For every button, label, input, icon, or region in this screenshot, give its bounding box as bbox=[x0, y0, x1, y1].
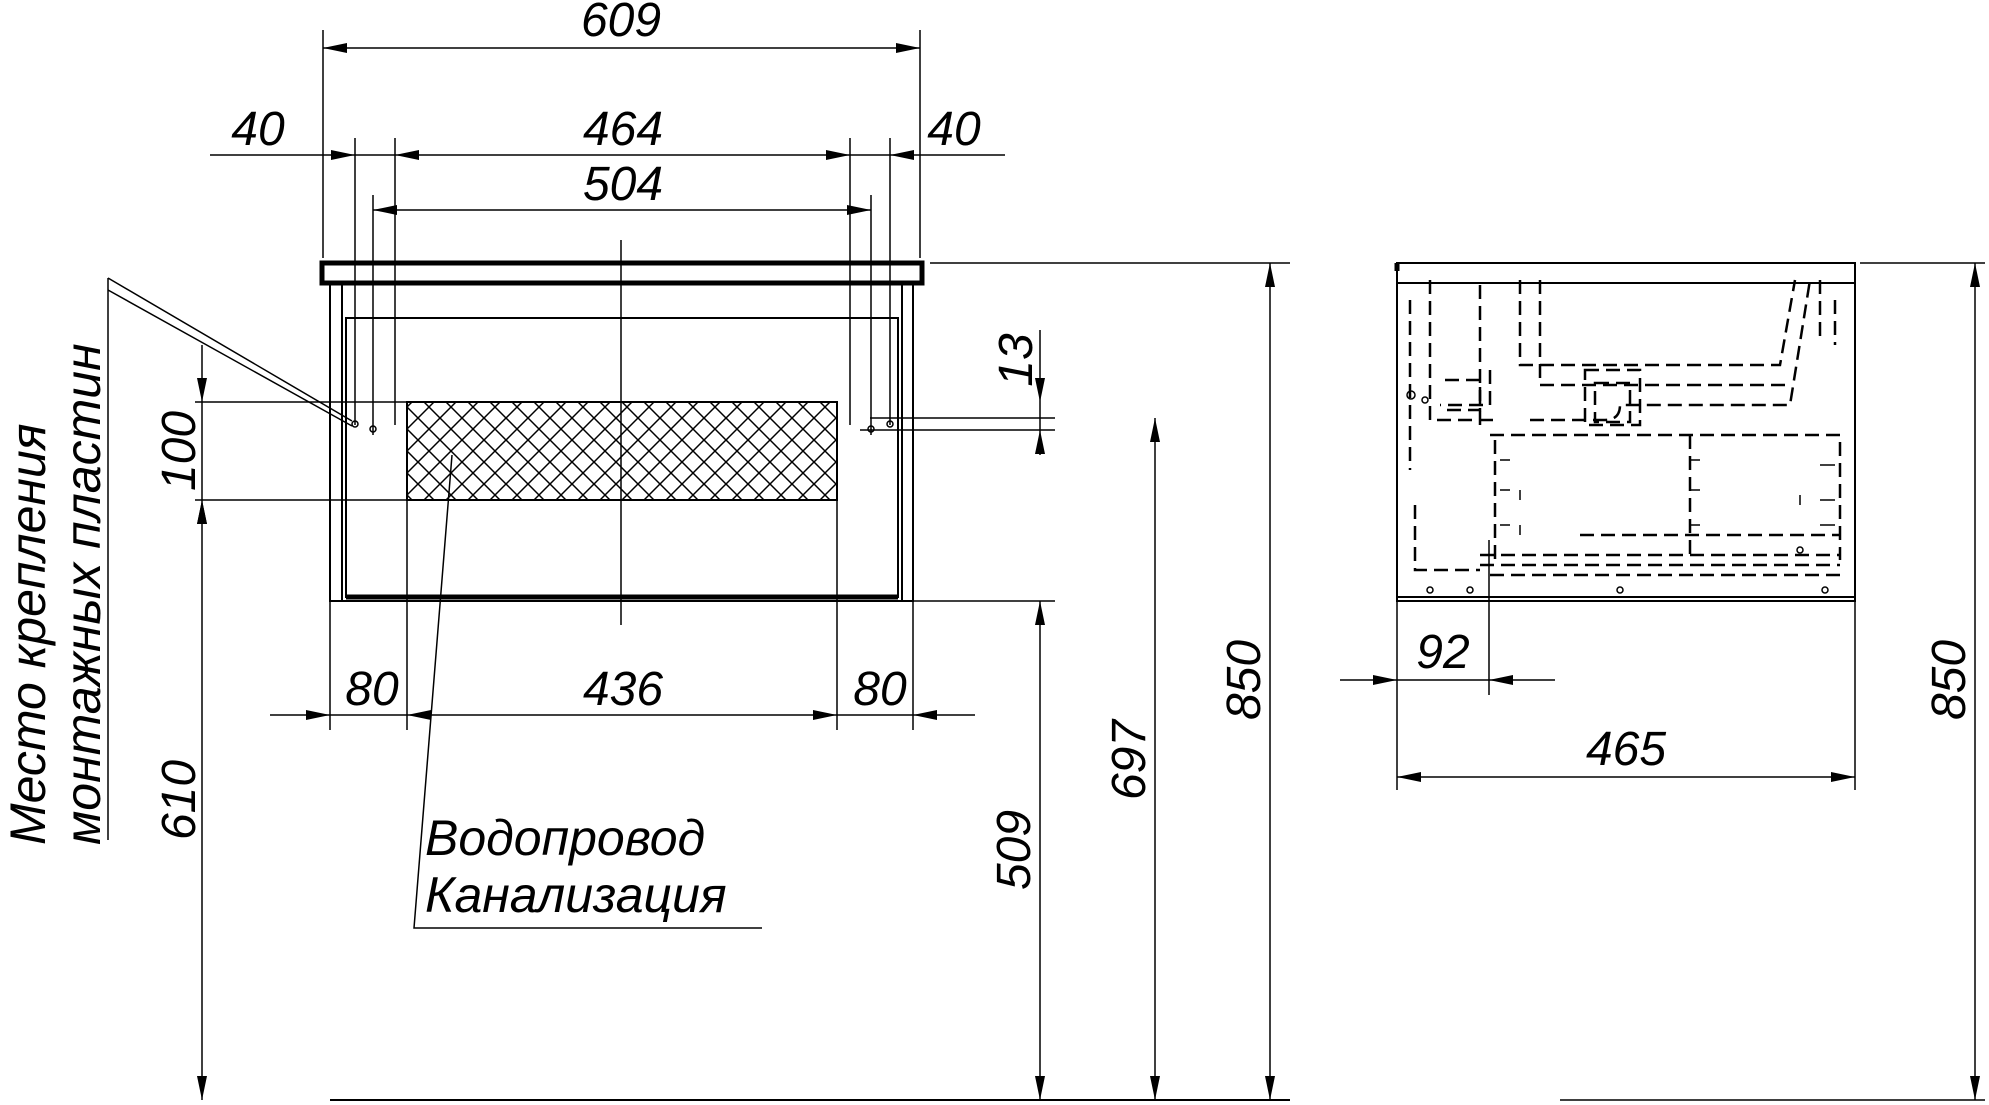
front-labels: Место крепления монтажных пластин Водопр… bbox=[0, 343, 727, 923]
dim-zone-height: 100 bbox=[153, 411, 206, 491]
pipes-leader bbox=[413, 454, 762, 929]
mount-leader bbox=[107, 277, 353, 427]
side-view bbox=[1394, 262, 1985, 1101]
countertop bbox=[319, 260, 925, 286]
dim-depth: 465 bbox=[1586, 723, 1666, 776]
dim-cabinet-bottom: 509 bbox=[988, 810, 1041, 890]
dim-bottom-right: 80 bbox=[853, 663, 907, 716]
dim-mount-height: 697 bbox=[1103, 718, 1156, 800]
dim-inset: 92 bbox=[1416, 626, 1469, 679]
dim-inner-width: 464 bbox=[583, 103, 663, 156]
side-dimensions: 92 465 850 bbox=[1340, 263, 1980, 1100]
front-view bbox=[107, 30, 1290, 1101]
pipes-label-line1: Водопровод bbox=[425, 810, 705, 866]
side-body bbox=[1396, 282, 1856, 602]
dim-bottom-left: 80 bbox=[345, 663, 399, 716]
dim-overall-width: 609 bbox=[581, 0, 661, 47]
dim-zone-offset: 13 bbox=[990, 333, 1043, 387]
dim-total-height-front: 850 bbox=[1218, 640, 1271, 720]
dim-mount-span: 504 bbox=[583, 158, 663, 211]
dim-zone-width: 436 bbox=[583, 663, 663, 716]
front-dimensions: 609 40 464 40 504 80 436 80 100 610 bbox=[153, 0, 1275, 1100]
dim-zone-bottom-height: 610 bbox=[153, 760, 206, 840]
dim-left-margin: 40 bbox=[231, 103, 285, 156]
dim-right-margin: 40 bbox=[927, 103, 981, 156]
dim-total-height-side: 850 bbox=[1923, 640, 1976, 720]
mount-label-line1: Место крепления bbox=[0, 424, 56, 845]
pipes-label-line2: Канализация bbox=[425, 867, 727, 923]
mount-label-line2: монтажных пластин bbox=[55, 343, 111, 845]
pipe-zone bbox=[406, 401, 838, 501]
